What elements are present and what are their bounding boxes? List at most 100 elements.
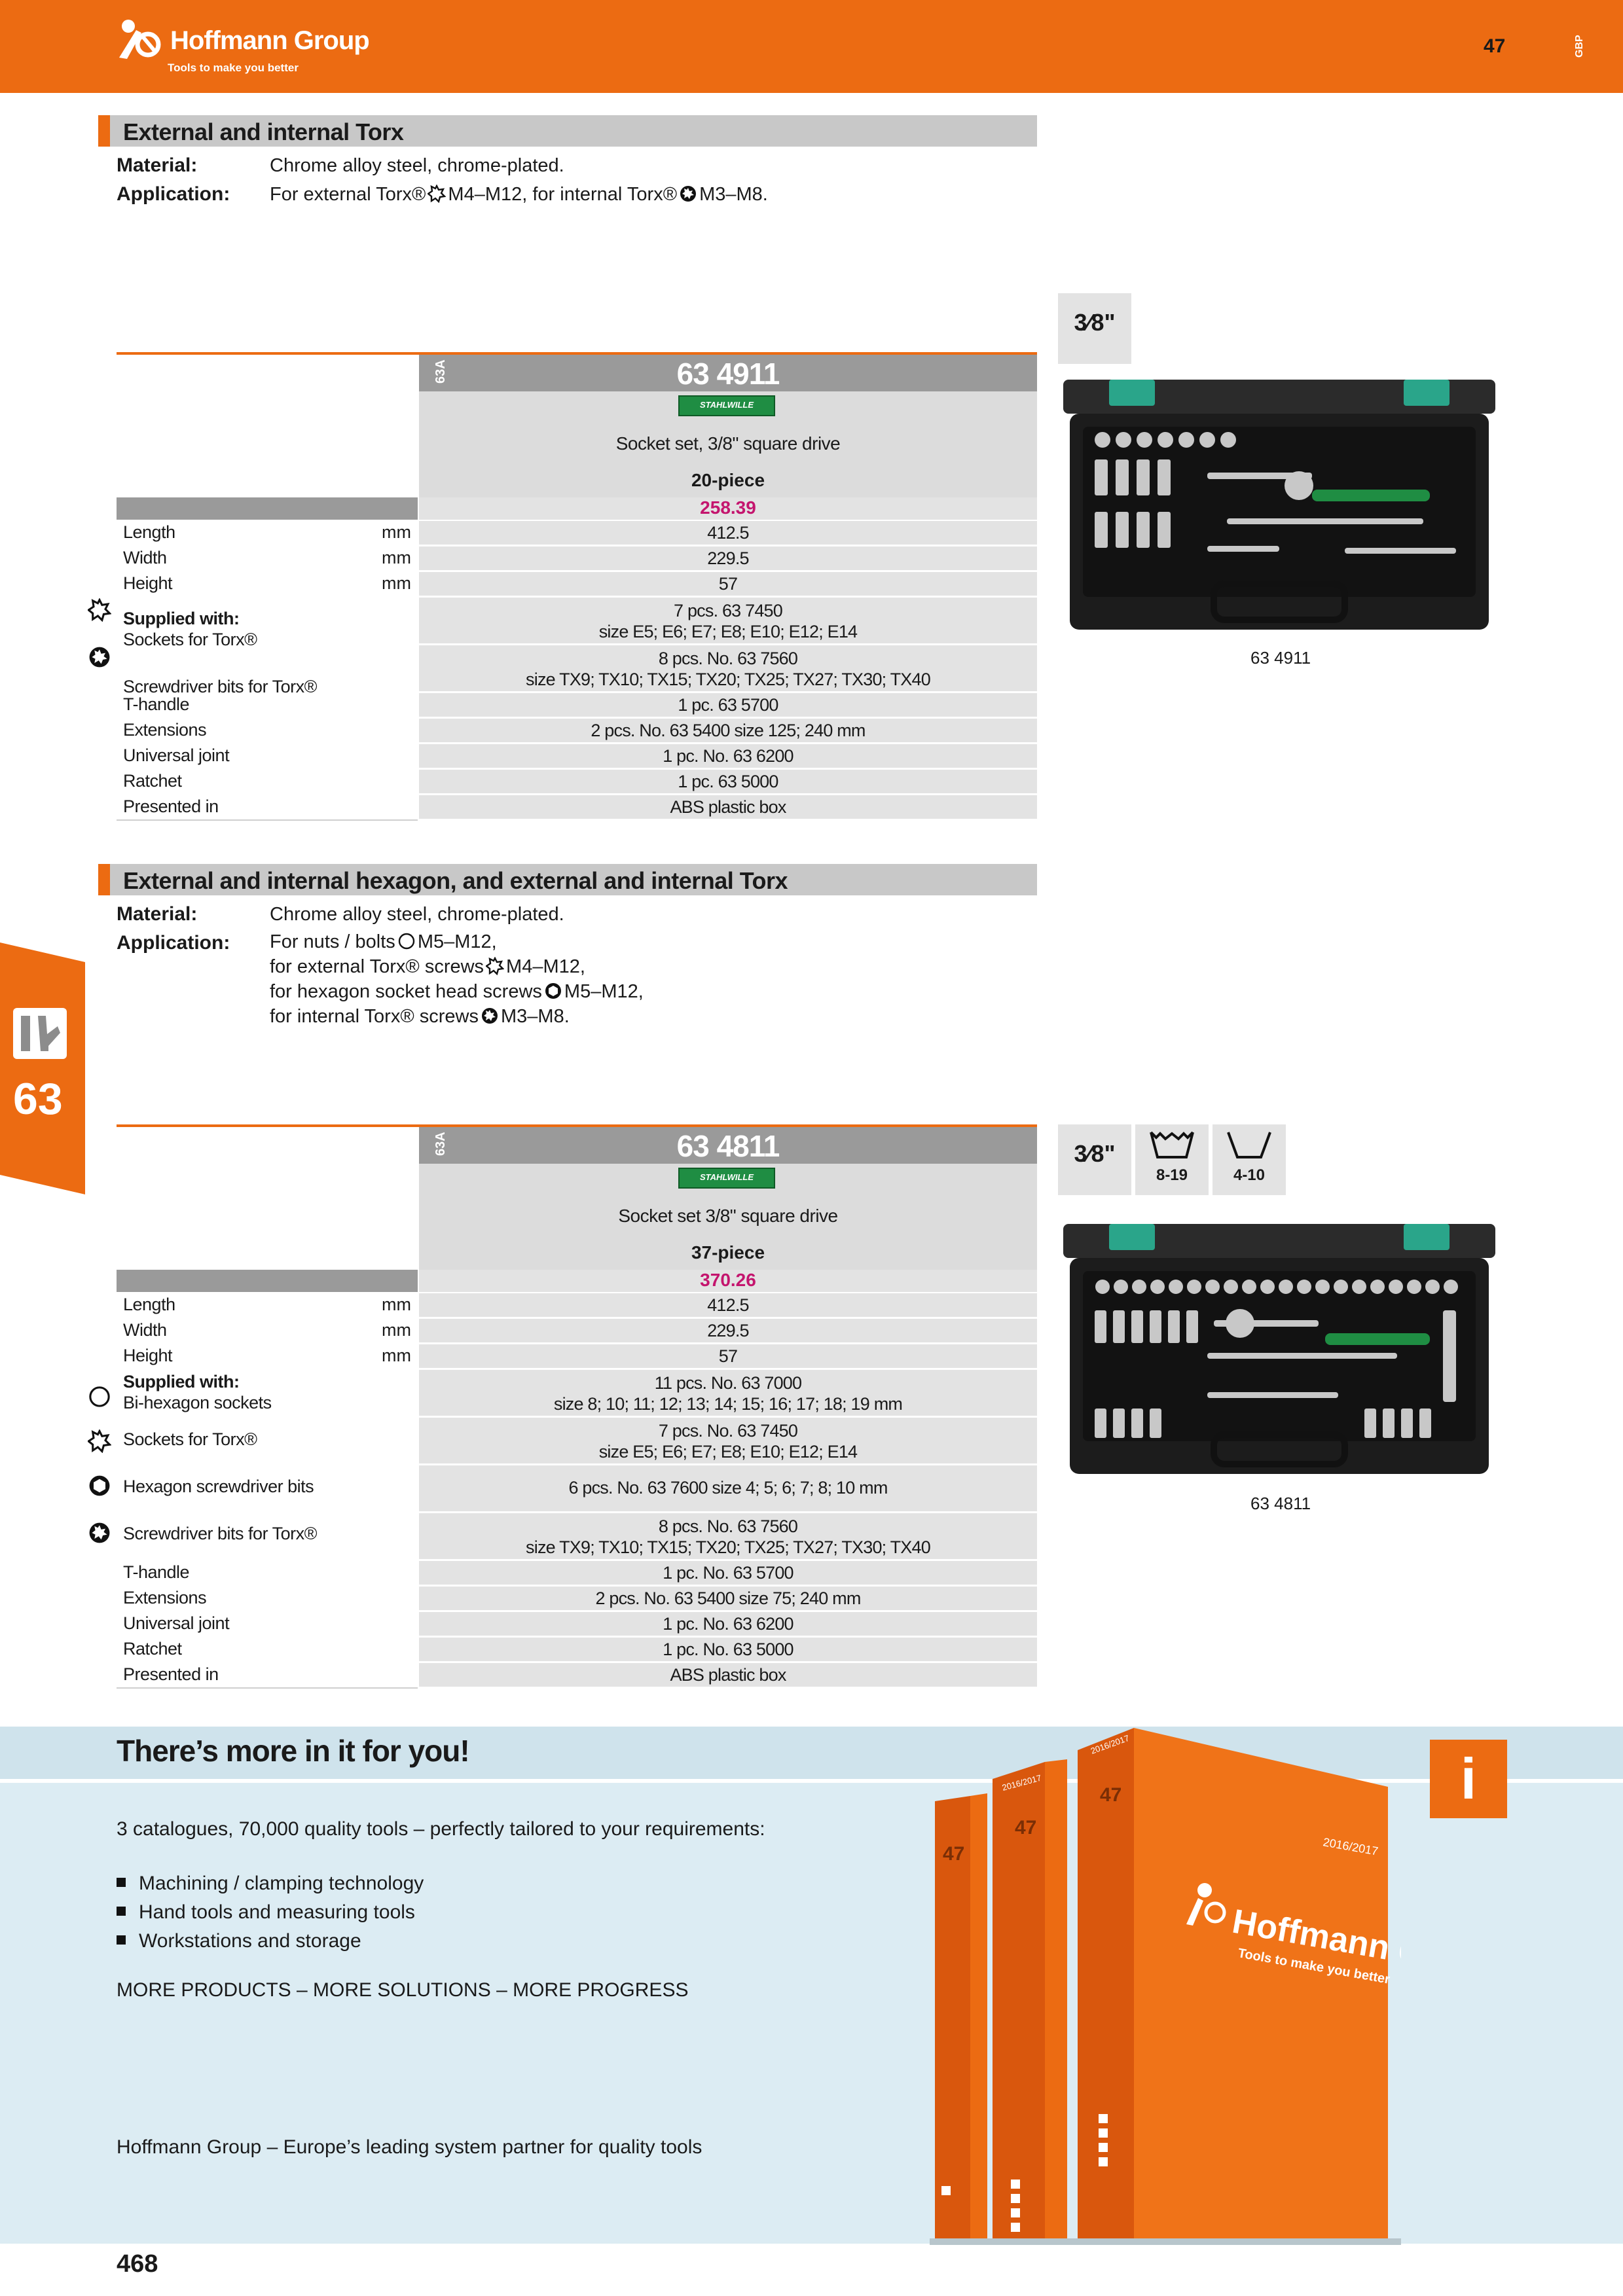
promo-title-bar xyxy=(0,1727,1623,1779)
material-text: Chrome alloy steel, chrome-plated. xyxy=(270,904,564,925)
row-label: Sockets for Torx® xyxy=(123,1429,257,1449)
section-accent xyxy=(98,864,110,895)
application-part: M3–M8. xyxy=(699,184,768,205)
internal-torx-icon xyxy=(482,1008,498,1024)
image-caption: 63 4911 xyxy=(1250,648,1311,668)
row-value: ABS plastic box xyxy=(670,797,786,817)
info-icon[interactable]: i xyxy=(1430,1740,1507,1818)
chapter-number: 63 xyxy=(13,1074,63,1124)
row-value: 1 pc. No. 63 6200 xyxy=(663,1614,793,1634)
external-hexagon-icon xyxy=(89,1386,110,1407)
row-value: 8 pcs. No. 63 7560 xyxy=(658,649,798,668)
internal-torx-icon xyxy=(89,647,110,668)
section-accent xyxy=(98,115,110,147)
row-unit: mm xyxy=(382,573,411,593)
product2-rows: 412.5 Length mm 229.5 Width mm 57 Height… xyxy=(88,1293,1037,1694)
application-part: M3–M8. xyxy=(501,1006,570,1027)
row-value: 2 pcs. No. 63 5400 size 125; 240 mm xyxy=(591,721,866,740)
table-row: 1 pc. No. 63 5000 xyxy=(419,1638,1037,1661)
product-description: Socket set 3/8" square drive xyxy=(618,1206,838,1226)
row-label: Presented in xyxy=(123,1664,219,1684)
table-row: 1 pc. No. 63 6200 xyxy=(419,744,1037,768)
table-top-rule xyxy=(117,352,1037,355)
table-row: 7 pcs. 63 7450 size E5; E6; E7; E8; E10;… xyxy=(419,598,1037,643)
stahlwille-logo: STAHLWILLE xyxy=(678,1168,775,1189)
internal-torx-icon xyxy=(680,186,697,202)
bullet-text: Hand tools and measuring tools xyxy=(139,1901,415,1923)
brand-tagline: Tools to make you better xyxy=(168,62,299,74)
table-row: ABS plastic box xyxy=(419,1663,1037,1687)
row-value: 412.5 xyxy=(707,523,749,543)
application-part: M5–M12, xyxy=(564,981,644,1002)
row-value: 11 pcs. No. 63 7000 xyxy=(654,1373,802,1393)
product1-rows: 412.5 Length mm 229.5 Width mm 57 Height… xyxy=(88,521,1037,844)
row-label: Length xyxy=(123,1295,175,1314)
section-title-bar: External and internal Torx xyxy=(98,115,1037,147)
book-number: 47 xyxy=(1100,1784,1122,1806)
drive-size: 3⁄8" xyxy=(1074,309,1116,336)
list-item: Hand tools and measuring tools xyxy=(117,1898,424,1927)
application-part: for internal Torx® screws xyxy=(270,1006,479,1027)
row-value: 229.5 xyxy=(707,548,749,568)
promo-intro: 3 catalogues, 70,000 quality tools – per… xyxy=(117,1818,765,1840)
application-part: M4–M12, xyxy=(506,956,585,977)
bullet-icon xyxy=(117,1878,126,1887)
row-value: 1 pc. 63 5000 xyxy=(678,772,778,791)
list-item: Machining / clamping technology xyxy=(117,1869,424,1898)
row-label: Universal joint xyxy=(123,1613,230,1633)
drive-size: 3⁄8" xyxy=(1074,1140,1116,1167)
application-text: For external Torx®M4–M12, for internal T… xyxy=(270,182,768,207)
hoffmann-logo[interactable]: Hoffmann Group Tools to make you better xyxy=(117,18,392,81)
label-column-header xyxy=(117,1270,418,1292)
application-part: M4–M12, for internal Torx® xyxy=(448,184,678,205)
catalogue-books-image[interactable]: Hoffmann Group Tools to make you better … xyxy=(930,1728,1401,2245)
table-row: 8 pcs. No. 63 7560 size TX9; TX10; TX15;… xyxy=(419,645,1037,691)
row-unit: mm xyxy=(382,522,411,542)
price-cell: 370.26 xyxy=(419,1270,1037,1292)
price-cell: 258.39 xyxy=(419,497,1037,520)
table-row: 8 pcs. No. 63 7560 size TX9; TX10; TX15;… xyxy=(419,1513,1037,1559)
product-header: 63A 63 4911 xyxy=(419,355,1037,391)
row-unit: mm xyxy=(382,548,411,567)
row-value: 229.5 xyxy=(707,1321,749,1340)
hoffmann-logo-icon xyxy=(119,20,161,59)
table-row: 7 pcs. No. 63 7450 size E5; E6; E7; E8; … xyxy=(419,1418,1037,1463)
table-row: 11 pcs. No. 63 7000 size 8; 10; 11; 12; … xyxy=(419,1370,1037,1416)
row-label: Ratchet xyxy=(123,771,182,791)
chapter-tab[interactable] xyxy=(0,942,85,1194)
row-label: Extensions xyxy=(123,720,207,740)
image-caption: 63 4811 xyxy=(1250,1494,1311,1513)
table-row: ABS plastic box xyxy=(419,795,1037,819)
socket-set-case-image[interactable] xyxy=(1050,1219,1508,1480)
piece-count: 37-piece xyxy=(691,1242,765,1263)
material-label: Material: xyxy=(117,903,198,925)
table-bottom-rule xyxy=(117,819,418,821)
row-label: Length xyxy=(123,522,175,542)
row-label: Height xyxy=(123,1346,173,1365)
article-number: 63 4811 xyxy=(676,1129,780,1163)
promo-divider xyxy=(0,1779,1623,1783)
row-value: 8 pcs. No. 63 7560 xyxy=(658,1516,798,1536)
table-row: 2 pcs. No. 63 5400 size 125; 240 mm xyxy=(419,719,1037,742)
application-line: for internal Torx® screws M3–M8. xyxy=(270,1004,644,1029)
application-part: M5–M12, xyxy=(417,931,497,952)
supplied-label: Supplied with: xyxy=(123,609,240,628)
row-value: 57 xyxy=(718,574,738,594)
price: 258.39 xyxy=(700,497,756,518)
hex-bit-icon xyxy=(1227,1132,1271,1158)
socket-set-case-image[interactable] xyxy=(1050,374,1508,636)
material-label: Material: xyxy=(117,154,198,176)
supplied-label: Supplied with: xyxy=(123,1372,240,1391)
row-value: ABS plastic box xyxy=(670,1665,786,1685)
price: 370.26 xyxy=(700,1270,756,1290)
row-value: 6 pcs. No. 63 7600 size 4; 5; 6; 7; 8; 1… xyxy=(568,1478,888,1498)
external-hexagon-icon xyxy=(398,933,415,950)
row-value: 1 pc. No. 63 6200 xyxy=(663,746,793,766)
list-item: Workstations and storage xyxy=(117,1927,424,1956)
row-label: Extensions xyxy=(123,1588,207,1607)
row-label: Universal joint xyxy=(123,745,230,765)
